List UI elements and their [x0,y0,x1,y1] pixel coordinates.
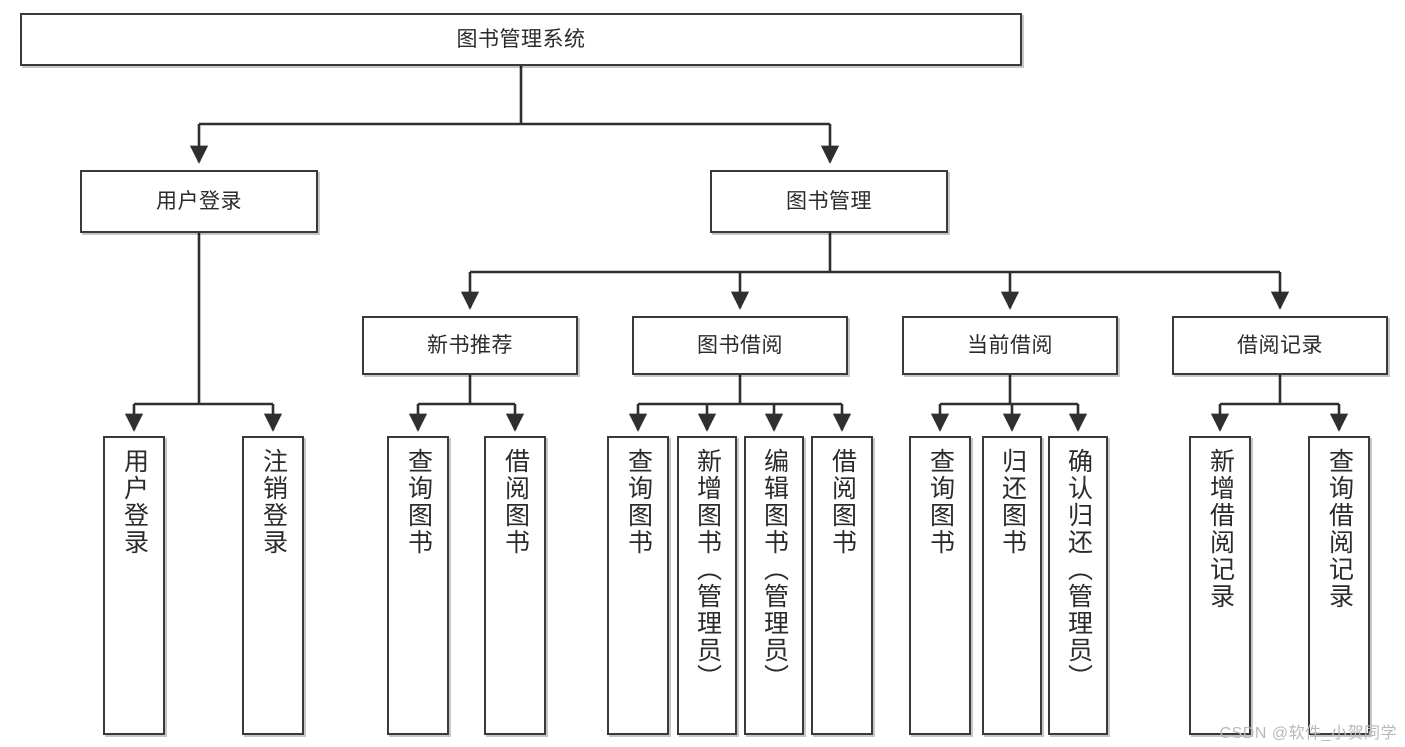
node-leaf-confirm-return-admin-label: 确认归还（管理员） [1064,448,1093,691]
node-new-book-recommend-label: 新书推荐 [427,333,513,357]
node-book-manage-label: 图书管理 [786,189,872,213]
node-leaf-borrow-book-2-label: 借阅图书 [828,448,857,556]
node-book-manage[interactable]: 图书管理 [710,170,948,233]
node-root-label: 图书管理系统 [456,27,586,51]
node-leaf-edit-book-admin-label: 编辑图书（管理员） [760,448,789,691]
node-leaf-add-book-admin-label: 新增图书（管理员） [693,448,722,691]
node-user-login-label: 用户登录 [156,189,242,213]
node-leaf-return-book[interactable]: 归还图书 [982,436,1042,735]
node-leaf-user-login-label: 用户登录 [120,448,149,556]
node-leaf-borrow-book-1-label: 借阅图书 [501,448,530,556]
node-leaf-confirm-return-admin[interactable]: 确认归还（管理员） [1048,436,1108,735]
node-leaf-query-book-1-label: 查询图书 [404,448,433,556]
node-new-book-recommend[interactable]: 新书推荐 [362,316,578,375]
node-leaf-borrow-book-1[interactable]: 借阅图书 [484,436,546,735]
csdn-watermark: CSDN @软件_小贺同学 [1219,725,1397,742]
node-borrow-record[interactable]: 借阅记录 [1172,316,1388,375]
node-leaf-query-book-3-label: 查询图书 [926,448,955,556]
node-leaf-logout-login-label: 注销登录 [259,448,288,556]
node-current-borrow[interactable]: 当前借阅 [902,316,1118,375]
node-leaf-edit-book-admin[interactable]: 编辑图书（管理员） [744,436,804,735]
node-leaf-query-book-1[interactable]: 查询图书 [387,436,449,735]
node-leaf-logout-login[interactable]: 注销登录 [242,436,304,735]
node-book-borrow-label: 图书借阅 [697,333,783,357]
node-leaf-add-book-admin[interactable]: 新增图书（管理员） [677,436,737,735]
node-current-borrow-label: 当前借阅 [967,333,1053,357]
node-user-login[interactable]: 用户登录 [80,170,318,233]
node-leaf-query-book-2-label: 查询图书 [624,448,653,556]
node-leaf-query-borrow-record-label: 查询借阅记录 [1325,448,1354,610]
node-root[interactable]: 图书管理系统 [20,13,1022,66]
node-borrow-record-label: 借阅记录 [1237,333,1323,357]
node-leaf-borrow-book-2[interactable]: 借阅图书 [811,436,873,735]
node-leaf-return-book-label: 归还图书 [998,448,1027,556]
node-leaf-query-book-2[interactable]: 查询图书 [607,436,669,735]
node-leaf-add-borrow-record[interactable]: 新增借阅记录 [1189,436,1251,735]
node-leaf-query-book-3[interactable]: 查询图书 [909,436,971,735]
node-leaf-query-borrow-record[interactable]: 查询借阅记录 [1308,436,1370,735]
node-leaf-add-borrow-record-label: 新增借阅记录 [1206,448,1235,610]
node-leaf-user-login[interactable]: 用户登录 [103,436,165,735]
node-book-borrow[interactable]: 图书借阅 [632,316,848,375]
